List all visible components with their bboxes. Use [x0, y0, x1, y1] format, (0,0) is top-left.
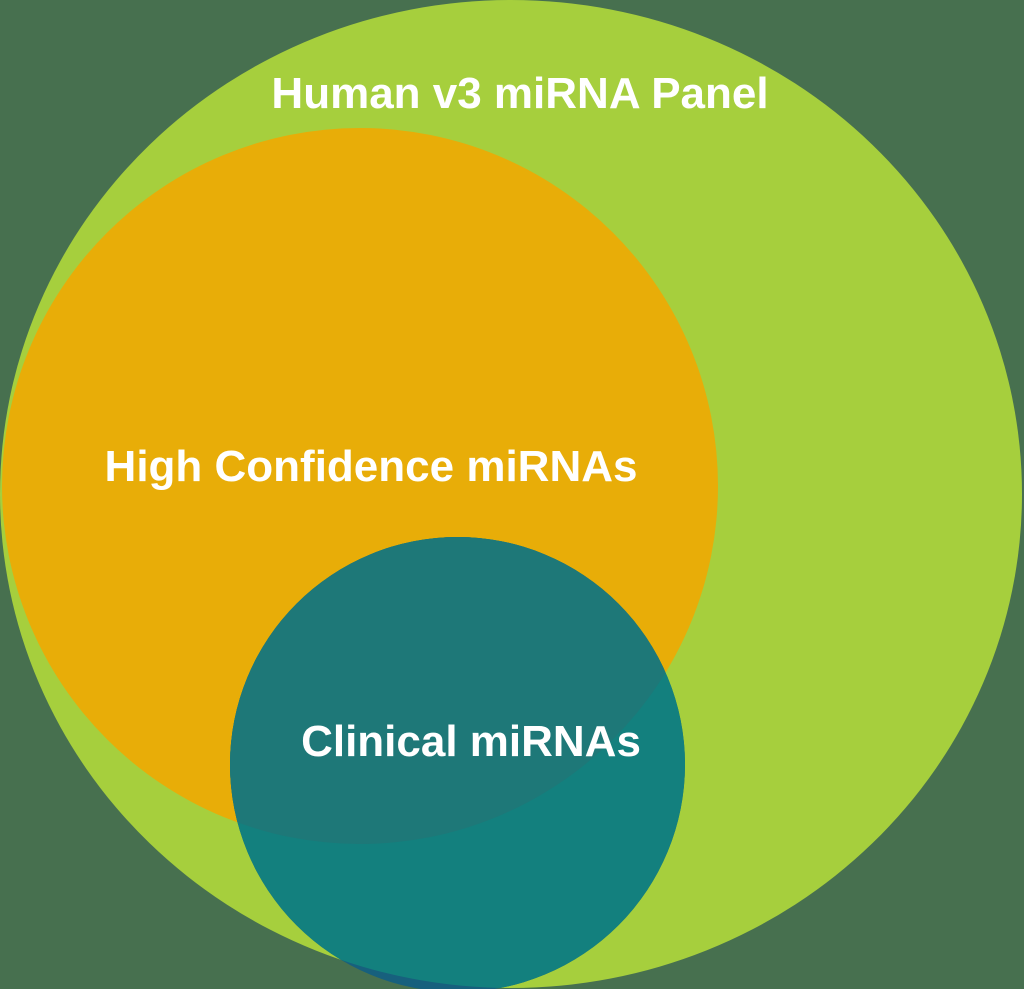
high-confidence-label: High Confidence miRNAs — [104, 442, 638, 491]
clinical-high-confidence-overlap — [230, 537, 685, 844]
panel-label: Human v3 miRNA Panel — [271, 69, 769, 118]
clinical-label: Clinical miRNAs — [301, 717, 641, 766]
